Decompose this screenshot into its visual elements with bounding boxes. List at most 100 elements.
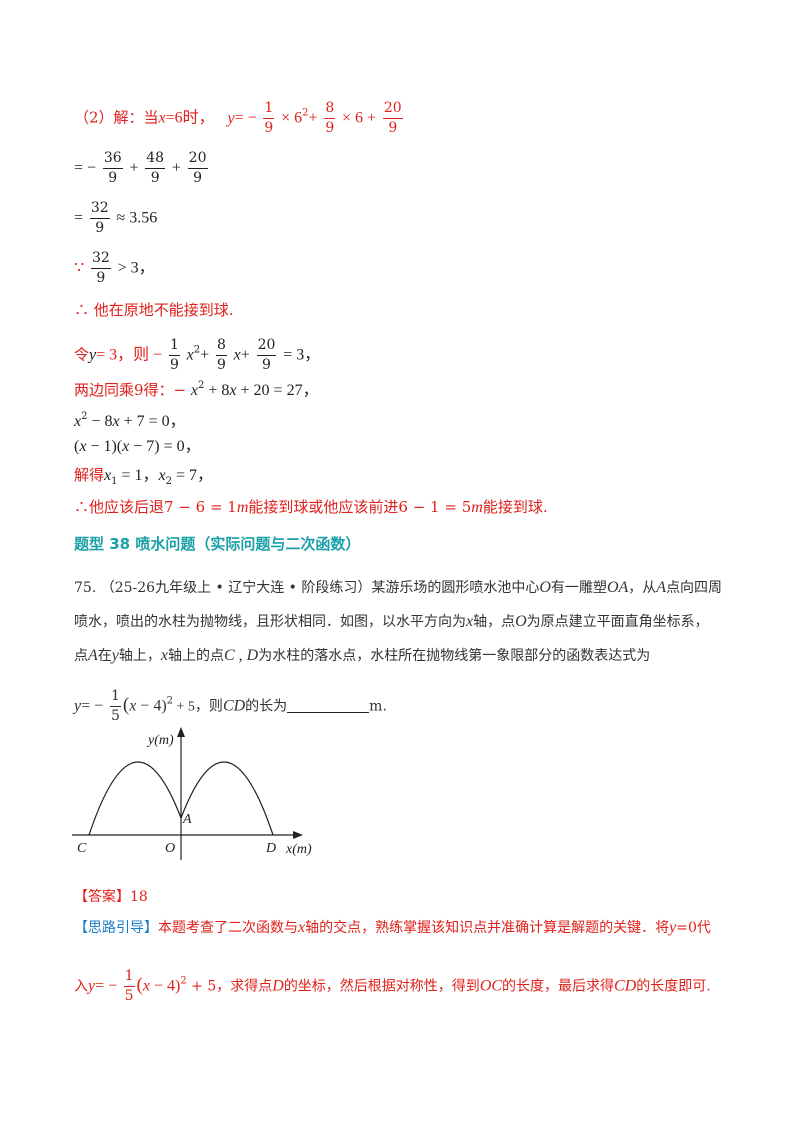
var: y — [111, 647, 119, 664]
var: O — [539, 579, 551, 596]
unit: m — [471, 499, 483, 516]
solution-line-10: 解得x1 = 1，x2 = 7， — [74, 468, 213, 487]
text: + — [129, 159, 139, 177]
hint-label: 【思路引导】 — [74, 920, 158, 936]
solution-line-7: 两边同乘9得：− x2 + 8x + 20 = 27， — [74, 381, 319, 399]
var: x — [129, 697, 137, 715]
var: x — [74, 413, 82, 430]
var: x — [122, 438, 130, 455]
text: 令 — [74, 345, 90, 364]
because-symbol: ∵ — [74, 259, 85, 277]
var: D — [272, 977, 284, 995]
var: y — [89, 346, 97, 364]
point-A-label: A — [182, 812, 192, 827]
var: y — [88, 977, 96, 995]
superscript: 2 — [193, 344, 201, 356]
section-title: 题型 38 喷水问题（实际问题与二次函数） — [74, 535, 361, 553]
text: ∴他应该后退7 − 6 = 1 — [74, 498, 237, 516]
solution-line-8: x2 − 8x + 7 = 0， — [74, 412, 186, 430]
text: ≈ 3.56 — [116, 209, 158, 227]
text: = 3， — [283, 346, 321, 364]
var: CD — [614, 977, 637, 995]
y-axis-label: y(m) — [146, 733, 174, 748]
var: x — [112, 413, 120, 430]
var: y — [227, 109, 235, 127]
var: C , D — [224, 647, 259, 664]
point-D-label: D — [265, 841, 276, 856]
subscript: 2 — [165, 476, 173, 487]
var: x — [229, 382, 237, 399]
answer-label: 【答案】 — [74, 889, 130, 905]
text: = − — [234, 109, 257, 127]
text: ∴ 他在原地不能接到球. — [74, 301, 234, 319]
problem-line-1: 75. （25-26九年级上 • 辽宁大连 • 阶段练习）某游乐场的圆形喷水池中… — [74, 579, 723, 596]
superscript: 2 — [302, 107, 309, 119]
text: + — [240, 346, 250, 364]
answer-line: 【答案】18 — [74, 890, 148, 904]
point-O-label: O — [165, 841, 175, 856]
text: 解得 — [74, 466, 105, 484]
text: = — [74, 209, 84, 227]
parabola-figure: y(m) x(m) A C O D — [72, 727, 312, 860]
text: =6时， — [165, 109, 215, 127]
solution-line-9: (x − 1)(x − 7) = 0， — [74, 439, 201, 455]
solution-line-11: ∴他应该后退7 − 6 = 1m能接到球或他应该前进6 − 1 = 5m能接到球… — [74, 500, 548, 516]
text: − 1)( — [86, 438, 123, 455]
text: （2）解：当 — [74, 108, 159, 127]
text: × 6 + — [342, 109, 377, 127]
var: x — [160, 647, 168, 664]
left-parabola — [88, 761, 182, 836]
text: 能接到球或他应该前进6 − 1 = 5 — [248, 498, 472, 516]
text: ( — [74, 438, 80, 455]
text: 两边同乘9得：− — [74, 381, 191, 399]
superscript: 2 — [198, 380, 205, 391]
var: O — [515, 613, 527, 630]
var: x — [190, 382, 198, 399]
superscript: 2 — [81, 411, 88, 422]
point-C-label: C — [77, 841, 87, 856]
text: + — [308, 109, 318, 127]
var: OC — [479, 977, 503, 995]
var: x — [158, 467, 166, 484]
solution-line-5: ∴ 他在原地不能接到球. — [74, 303, 234, 318]
unit: m — [236, 499, 249, 516]
var: x — [298, 919, 306, 936]
text: = 1， — [117, 467, 159, 484]
text: + — [200, 346, 210, 364]
var: x — [79, 438, 87, 455]
text: + 8 — [204, 382, 230, 399]
var: y — [74, 697, 82, 715]
text: + 20 = 27， — [236, 382, 319, 399]
text: + — [171, 159, 181, 177]
answer-value: 18 — [130, 889, 148, 905]
subscript: 1 — [111, 476, 118, 487]
text: 能接到球. — [482, 498, 548, 516]
problem-line-2: 喷水，喷出的水柱为抛物线，且形状相同．如图，以水平方向为x轴，点O为原点建立平面… — [74, 613, 709, 630]
x-axis-label: x(m) — [285, 842, 312, 857]
text: > 3， — [117, 259, 155, 277]
var: y — [669, 919, 677, 936]
right-parabola — [180, 761, 274, 836]
var: A — [88, 647, 98, 664]
text: = 7， — [172, 467, 214, 484]
answer-blank — [287, 698, 370, 713]
